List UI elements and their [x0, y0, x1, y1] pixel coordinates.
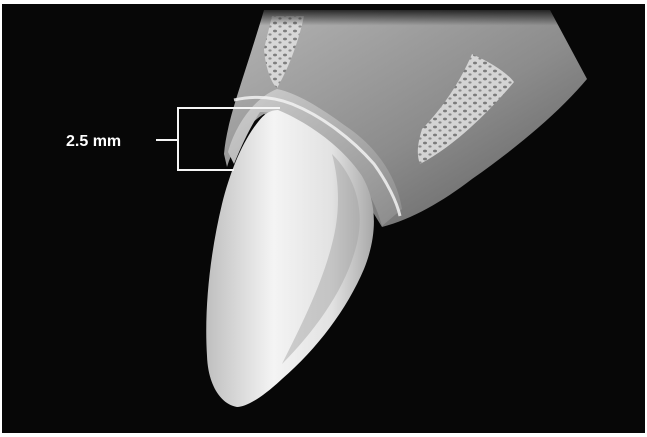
dental-illustration: 2.5 mm — [2, 4, 645, 433]
measurement-label: 2.5 mm — [66, 133, 121, 150]
tissue-fade — [242, 8, 592, 58]
illustration-canvas: 2.5 mm — [2, 4, 645, 433]
